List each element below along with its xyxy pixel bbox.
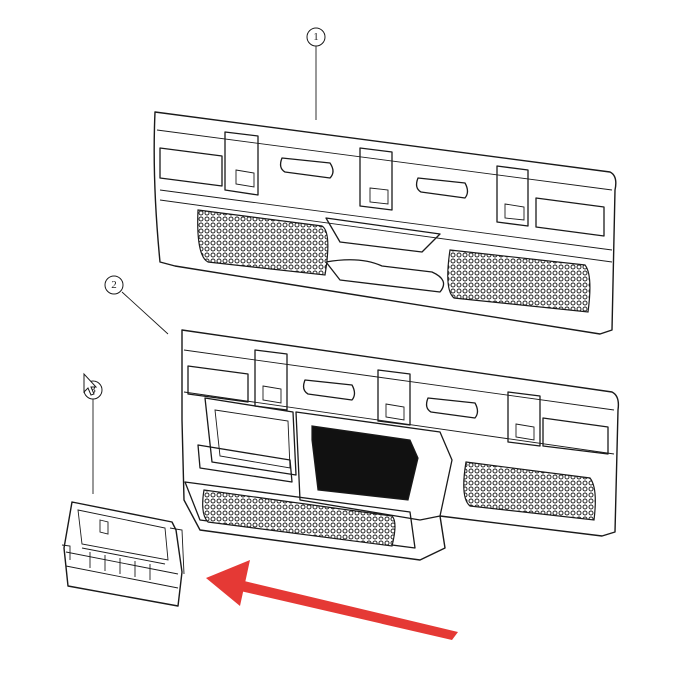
upper-panel — [153, 111, 617, 335]
callout-3-label: 3 — [90, 384, 96, 396]
lower-panel-assembly — [181, 329, 620, 561]
red-arrow — [206, 560, 458, 640]
callout-2-label: 2 — [111, 279, 117, 291]
callout-1-label: 1 — [313, 31, 319, 43]
small-bracket — [61, 501, 185, 607]
callout-2: 2 — [104, 275, 169, 335]
callout-3: 3 — [83, 372, 103, 494]
callout-1: 1 — [306, 27, 326, 120]
